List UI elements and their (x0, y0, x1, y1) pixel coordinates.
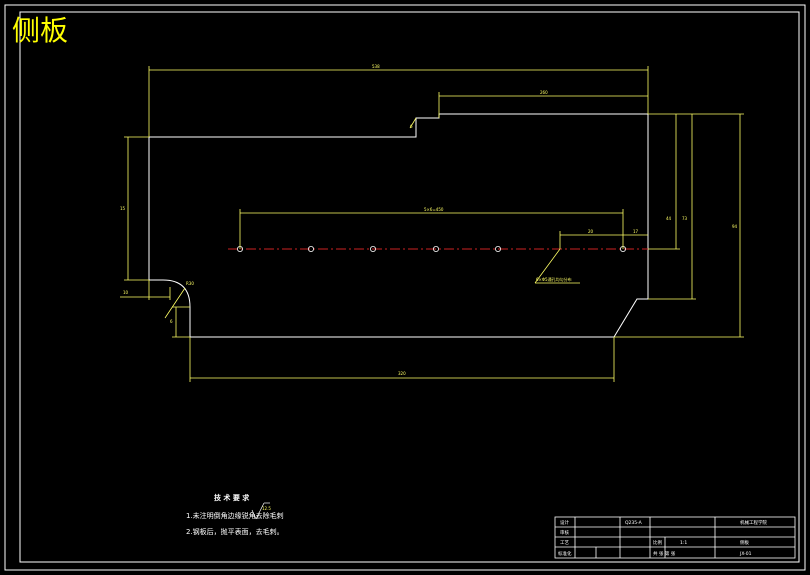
dim-step-height: 6 (410, 124, 413, 129)
inner-border (19, 11, 800, 563)
tech-req-heading: 技 术 要 求 (214, 493, 250, 502)
tb-sheet: 共 张 第 张 (653, 550, 676, 557)
tb-design-label: 设计 (560, 519, 569, 526)
hole-3 (369, 245, 376, 252)
tech-req-item-1: 1.未注明倒角边缘锐角去除毛刺 (186, 511, 284, 520)
tb-material: Q235-A (625, 520, 643, 526)
dim-left-bottom: 6 (170, 319, 173, 324)
dim-left-height: 15 (120, 206, 126, 211)
dim-corner-radius: R30 (186, 281, 194, 286)
tb-scale-label: 比例 (653, 539, 662, 546)
dimension-lines (120, 66, 744, 382)
title-block (554, 516, 796, 559)
tb-process-label: 工艺 (560, 540, 569, 546)
tb-part-name: 侧板 (740, 539, 749, 546)
outer-border (4, 4, 806, 571)
dim-hole-edge: 17 (633, 229, 639, 234)
part-outline (148, 113, 649, 338)
dim-right-height-2: 73 (682, 216, 688, 221)
dim-step-width: 260 (540, 90, 548, 95)
tb-scale: 1:1 (680, 540, 687, 546)
dim-overall-width: 538 (372, 64, 380, 69)
hole-2 (307, 245, 314, 252)
roughness-symbol-icon (251, 502, 270, 520)
tech-req-item-2: 2.钢板后，抛平表面，去毛刺。 (186, 527, 284, 536)
dim-right-height-1: 44 (666, 216, 672, 221)
tb-standard-label: 标准化 (558, 550, 572, 557)
side-plate-contour (148, 113, 649, 338)
dim-hole-offset: 20 (588, 229, 594, 234)
hole-5 (494, 245, 501, 252)
dim-hole-span: 5×6=450 (424, 207, 444, 212)
title-block-text: 设计 Q235-A 机械工程学院 审核 比例 1:1 侧板 工艺 标准化 共 张… (558, 519, 767, 557)
hole-4 (432, 245, 439, 252)
dim-right-height-3: 94 (732, 224, 738, 229)
dim-bottom-length: 320 (398, 371, 406, 376)
tb-drawing-no: JX-01 (739, 551, 752, 557)
tb-school: 机械工程学院 (740, 519, 767, 526)
drawing-title: 侧板 (12, 14, 68, 47)
tb-review-label: 审核 (560, 529, 569, 536)
roughness-value: 12.5 (262, 506, 271, 511)
dim-left-flange: 10 (123, 290, 129, 295)
hole-callout: 6×Φ5通孔均匀分布 (536, 276, 572, 282)
